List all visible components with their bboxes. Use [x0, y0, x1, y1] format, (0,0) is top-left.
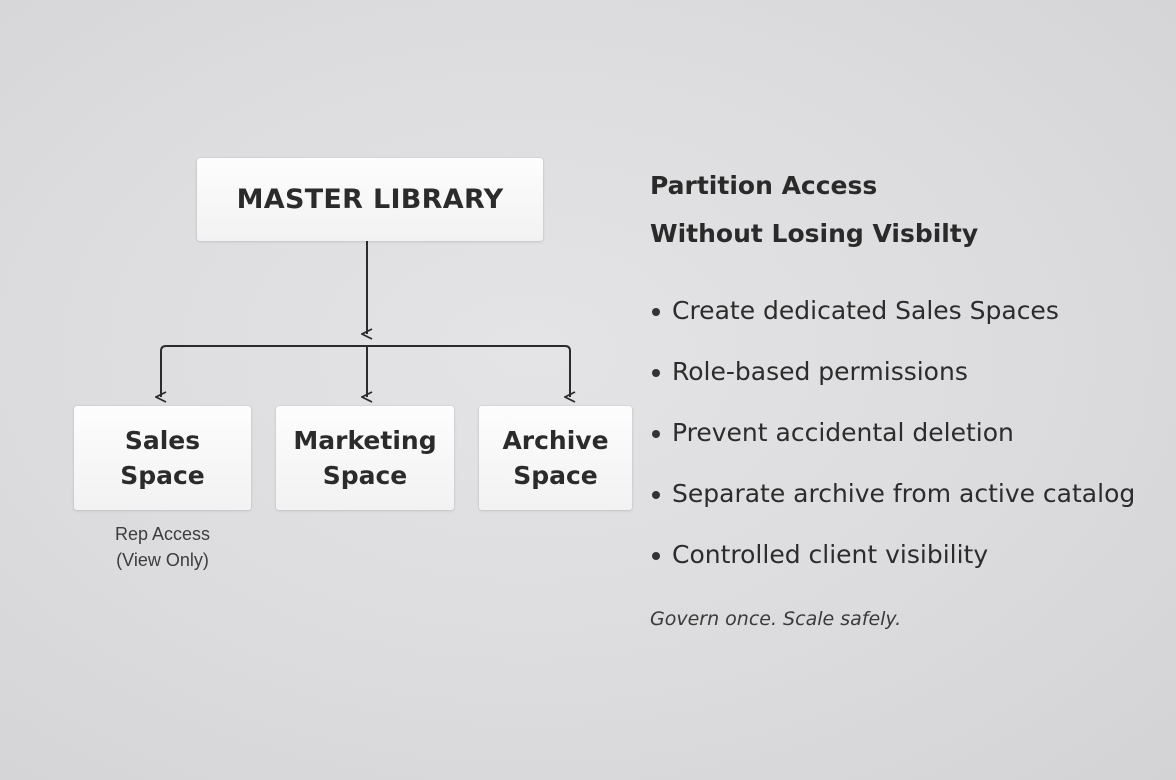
- panel-heading-line2: Without Losing Visbilty: [650, 219, 979, 248]
- marketing-space-label-line2: Space: [322, 461, 408, 490]
- archive-space-label-line1: Archive: [502, 426, 609, 455]
- bullet-icon: [652, 308, 660, 316]
- bullet-icon: [652, 552, 660, 560]
- master-library-node: MASTER LIBRARY: [197, 158, 543, 241]
- connector-branch-bar: [160, 345, 571, 395]
- panel-heading-line1: Partition Access: [650, 171, 878, 200]
- benefit-item: Role-based permissions: [650, 357, 1165, 387]
- benefit-text: Separate archive from active catalog: [672, 479, 1136, 508]
- archive-space-label-line2: Space: [513, 461, 598, 490]
- archive-space-node: Archive Space: [479, 406, 632, 510]
- benefits-panel: Partition Access Without Losing Visbilty…: [650, 162, 1165, 630]
- marketing-space-label-line1: Marketing: [293, 426, 437, 455]
- benefit-text: Role-based permissions: [672, 357, 968, 386]
- access-note-line1: Rep Access: [114, 524, 211, 544]
- benefit-item: Separate archive from active catalog: [650, 479, 1165, 509]
- benefit-text: Create dedicated Sales Spaces: [672, 296, 1059, 325]
- bullet-icon: [652, 369, 660, 377]
- sales-space-access-note: Rep Access (View Only): [74, 521, 251, 573]
- benefit-text: Prevent accidental deletion: [672, 418, 1014, 447]
- bullet-icon: [652, 491, 660, 499]
- benefit-item: Create dedicated Sales Spaces: [650, 296, 1165, 326]
- benefit-item: Prevent accidental deletion: [650, 418, 1165, 448]
- bullet-icon: [652, 430, 660, 438]
- sales-space-label-line1: Sales: [124, 426, 201, 455]
- sales-space-node: Sales Space: [74, 406, 251, 510]
- benefits-list: Create dedicated Sales Spaces Role-based…: [650, 296, 1165, 570]
- benefit-text: Controlled client visibility: [672, 540, 989, 569]
- sales-space-label-line2: Space: [120, 461, 205, 490]
- marketing-space-node: Marketing Space: [276, 406, 454, 510]
- benefit-item: Controlled client visibility: [650, 540, 1165, 570]
- tagline: Govern once. Scale safely.: [650, 608, 902, 630]
- panel-heading: Partition Access Without Losing Visbilty: [650, 162, 1165, 258]
- access-note-line2: (View Only): [116, 550, 209, 570]
- master-library-label: MASTER LIBRARY: [236, 184, 504, 215]
